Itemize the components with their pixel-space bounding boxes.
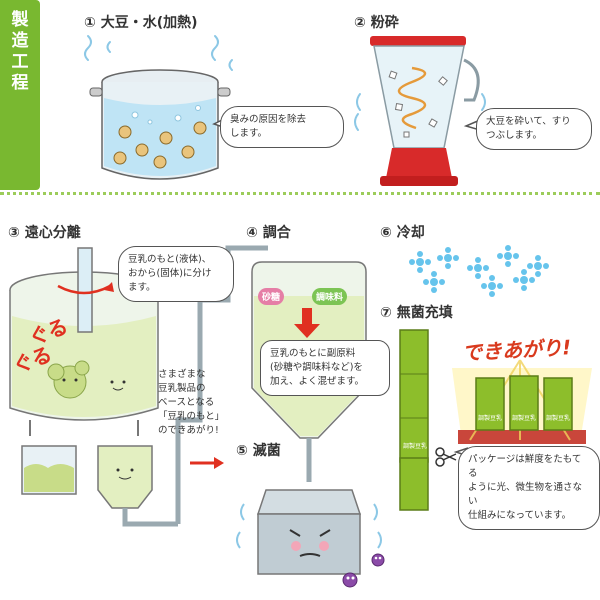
packaging-line [399,329,592,511]
process-title-char: 造 [11,31,29,51]
blender [354,36,488,186]
section-divider [0,192,600,195]
process-title: 製造工程 [0,10,40,94]
seasoning-tag: 調味料 [312,288,348,305]
step-4-explanation: 豆乳のもとに副原料 (砂糖や調味料など)を 加え、よく混ぜます。 [260,340,390,396]
process-title-char: 工 [11,52,29,72]
step-7-heading: ⑦ 無菌充填 [380,305,453,321]
centrifuge [9,247,224,527]
cooking-pot [84,35,233,180]
step-4-heading: ④ 調合 [246,225,291,241]
package-label: 調製豆乳 [546,415,571,422]
package-label: 調製豆乳 [478,415,503,422]
process-title-tab: 製造工程 [0,0,40,190]
step-5-heading: ⑤ 滅菌 [236,443,281,459]
step-2-heading: ② 粉砕 [354,15,399,31]
sterilizer [236,489,385,588]
package-label: 調製豆乳 [512,415,537,422]
completed-caption: できあがり! [461,335,572,365]
step-2-explanation: 大豆を砕いて、すり つぶします。 [476,108,592,150]
soymilk-base-note: さまざまな 豆乳製品の ベースとなる 「豆乳のもと」 のできあがり! [158,369,225,436]
step-7-explanation: パッケージは鮮度をたもてる ように光、微生物を通さない 仕組みになっています。 [458,446,600,530]
step-3-explanation: 豆乳のもと(液体)、 おから(固体)に分け ます。 [118,246,234,302]
step-3-heading: ③ 遠心分離 [8,225,81,241]
step-1-heading: ① 大豆・水(加熱) [84,15,198,31]
snowflake-icons [409,245,549,297]
step-6-heading: ⑥ 冷却 [380,225,425,241]
snowflake-icon [409,251,431,273]
step-1-explanation: 臭みの原因を除去 します。 [220,106,344,148]
process-title-char: 程 [11,73,29,93]
sugar-tag: 砂糖 [258,288,285,305]
package-label: 調製豆乳 [403,443,428,450]
process-title-char: 製 [11,10,29,30]
